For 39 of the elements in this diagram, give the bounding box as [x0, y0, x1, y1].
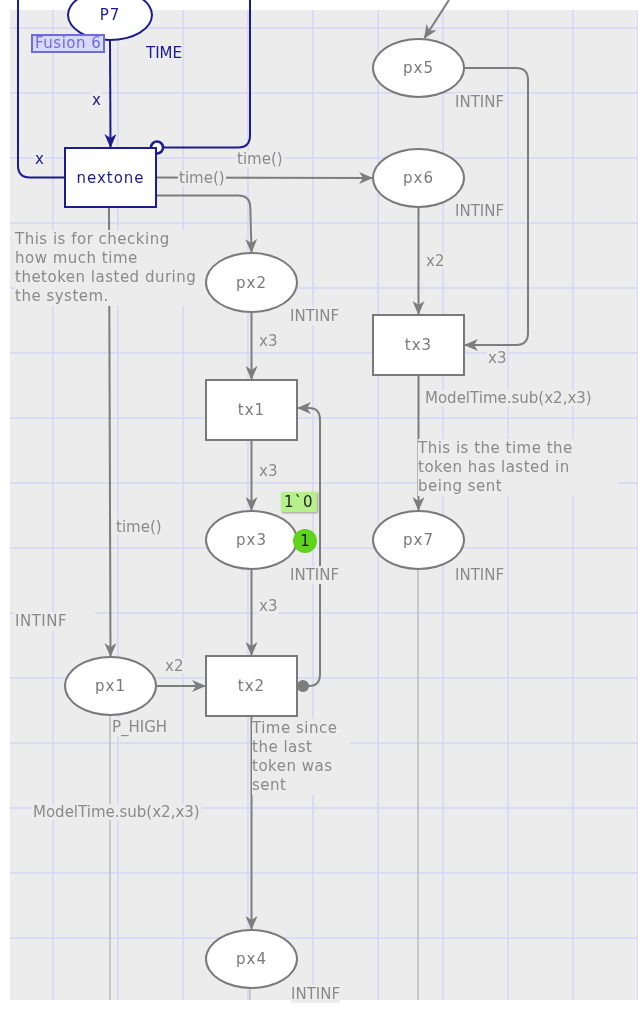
transition-box: nextone — [64, 147, 157, 208]
arc-inscription: time() — [178, 170, 226, 186]
arc — [17, 0, 65, 179]
arc-inscription: time() — [115, 519, 163, 535]
arc — [297, 402, 321, 692]
arc — [245, 569, 258, 656]
arc — [156, 194, 258, 253]
arc — [245, 440, 258, 511]
arc-inscription: x3 — [258, 598, 279, 614]
arc — [156, 680, 206, 692]
arc — [423, 0, 450, 39]
transition-box: tx1 — [205, 379, 298, 441]
arc — [104, 40, 117, 148]
arc-inscription: ModelTime.sub(x2,x3) — [32, 804, 201, 820]
arc-inscription: x — [91, 92, 102, 108]
arc — [245, 716, 258, 930]
marking-label: 1`0 — [281, 492, 317, 512]
arc-inscription: x2 — [425, 253, 446, 269]
arc — [149, 0, 251, 155]
colour-set-label: INTINF — [290, 566, 340, 584]
comment-text: This is the time the token has lasted in being sent — [418, 439, 618, 496]
colour-set-label: INTINF — [290, 307, 340, 325]
arc-inscription: time() — [236, 151, 284, 167]
arc-inscription: x3 — [258, 463, 279, 479]
transition-box: tx3 — [372, 314, 465, 376]
comment-text: This is for checking how much time thetoken lasted during the system. — [15, 230, 205, 306]
arc-inscription: x2 — [164, 658, 185, 674]
arc — [245, 312, 258, 380]
colour-set-label: P_HIGH — [112, 718, 168, 736]
colour-set-label: INTINF — [15, 612, 95, 631]
fusion-tag: Fusion 6 — [31, 34, 106, 53]
arc — [464, 67, 529, 351]
arc-inscription: x3 — [487, 350, 508, 366]
comment-text: Time since the last token was sent — [252, 719, 350, 795]
colour-set-label: INTINF — [291, 985, 341, 1003]
arc-inscription: x3 — [258, 333, 279, 349]
arc — [412, 207, 425, 315]
arc-inscription: ModelTime.sub(x2,x3) — [424, 390, 593, 406]
transition-box: tx2 — [205, 655, 298, 717]
